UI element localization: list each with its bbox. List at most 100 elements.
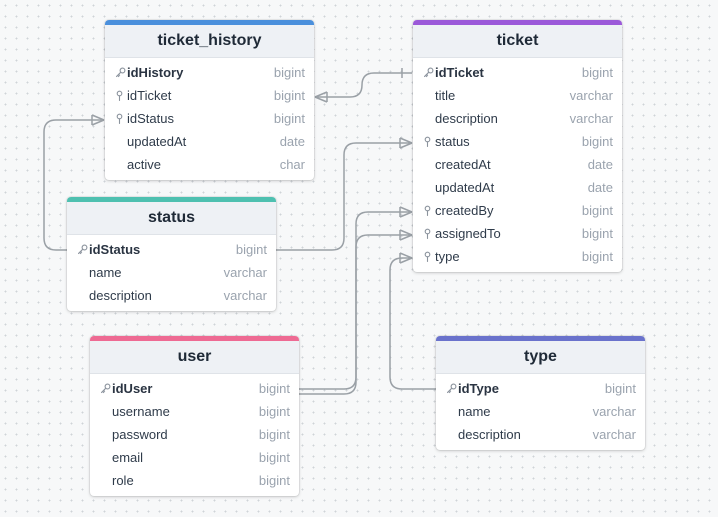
column-type: date: [279, 134, 305, 149]
column-type: char: [279, 157, 305, 172]
crowfoot-ticket-type: [399, 252, 413, 264]
column-type: varchar: [569, 88, 613, 103]
column-name: role: [112, 473, 134, 488]
column-row[interactable]: createdAt date: [413, 153, 622, 176]
foreign-key-icon: [423, 135, 434, 149]
column-type: varchar: [569, 111, 613, 126]
column-row[interactable]: status bigint: [413, 130, 622, 153]
table-accent-bar: [413, 20, 622, 25]
column-type: date: [587, 180, 613, 195]
column-row-left: createdAt: [423, 157, 491, 172]
column-name: updatedAt: [435, 180, 495, 195]
connector-ticket-createdby: [299, 211, 412, 390]
table-header[interactable]: ticket_history: [105, 25, 314, 58]
column-row[interactable]: password bigint: [90, 423, 299, 446]
column-name: idTicket: [127, 88, 172, 103]
column-row-left: idTicket: [115, 88, 171, 103]
table-accent-bar: [67, 197, 276, 202]
column-type: varchar: [592, 427, 636, 442]
column-type: bigint: [258, 450, 290, 465]
table-header[interactable]: type: [436, 341, 645, 374]
connector-ticket-type: [389, 257, 436, 390]
column-row-left: status: [423, 134, 470, 149]
icon-placeholder: [115, 158, 126, 172]
column-type: date: [587, 157, 613, 172]
column-row[interactable]: updatedAt date: [413, 176, 622, 199]
column-row-left: description: [77, 288, 152, 303]
column-row-left: password: [100, 427, 168, 442]
icon-placeholder: [115, 135, 126, 149]
crowfoot-ticket-status: [399, 137, 413, 149]
icon-placeholder: [446, 428, 457, 442]
column-name: password: [112, 427, 168, 442]
crowfoot-ticket-createdby: [399, 206, 413, 218]
column-row-left: email: [100, 450, 143, 465]
foreign-key-icon: [115, 112, 126, 126]
column-row[interactable]: title varchar: [413, 84, 622, 107]
table-header[interactable]: status: [67, 202, 276, 235]
key-icon: [423, 66, 434, 80]
icon-placeholder: [100, 428, 111, 442]
column-row[interactable]: description varchar: [436, 423, 645, 446]
column-row[interactable]: active char: [105, 153, 314, 176]
icon-placeholder: [100, 405, 111, 419]
table-accent-bar: [436, 336, 645, 341]
column-name: idStatus: [127, 111, 174, 126]
column-row-left: title: [423, 88, 455, 103]
column-row-left: type: [423, 249, 460, 264]
column-name: username: [112, 404, 170, 419]
column-name: title: [435, 88, 456, 103]
table-header[interactable]: ticket: [413, 25, 622, 58]
column-type: bigint: [258, 427, 290, 442]
column-row-left: idType: [446, 381, 499, 396]
table-title: ticket_history: [157, 32, 262, 49]
column-name: active: [127, 157, 161, 172]
column-row-left: idStatus: [77, 242, 140, 257]
icon-placeholder: [423, 89, 434, 103]
icon-placeholder: [423, 112, 434, 126]
column-type: varchar: [223, 288, 267, 303]
table-header[interactable]: user: [90, 341, 299, 374]
column-row-left: assignedTo: [423, 226, 501, 241]
column-type: bigint: [258, 404, 290, 419]
column-type: bigint: [581, 134, 613, 149]
column-row-left: name: [77, 265, 122, 280]
column-row[interactable]: email bigint: [90, 446, 299, 469]
column-row[interactable]: description varchar: [67, 284, 276, 307]
column-name: name: [458, 404, 491, 419]
crowfoot-ticket-assignedto: [399, 229, 413, 241]
connector-ticket-assignedto: [299, 234, 412, 395]
column-row-left: idHistory: [115, 65, 183, 80]
column-name: description: [458, 427, 521, 442]
column-row-left: updatedAt: [423, 180, 494, 195]
column-row-left: idUser: [100, 381, 152, 396]
column-row[interactable]: username bigint: [90, 400, 299, 423]
icon-placeholder: [77, 289, 88, 303]
column-row-left: role: [100, 473, 134, 488]
column-name: idStatus: [89, 242, 141, 257]
column-name: status: [435, 134, 470, 149]
